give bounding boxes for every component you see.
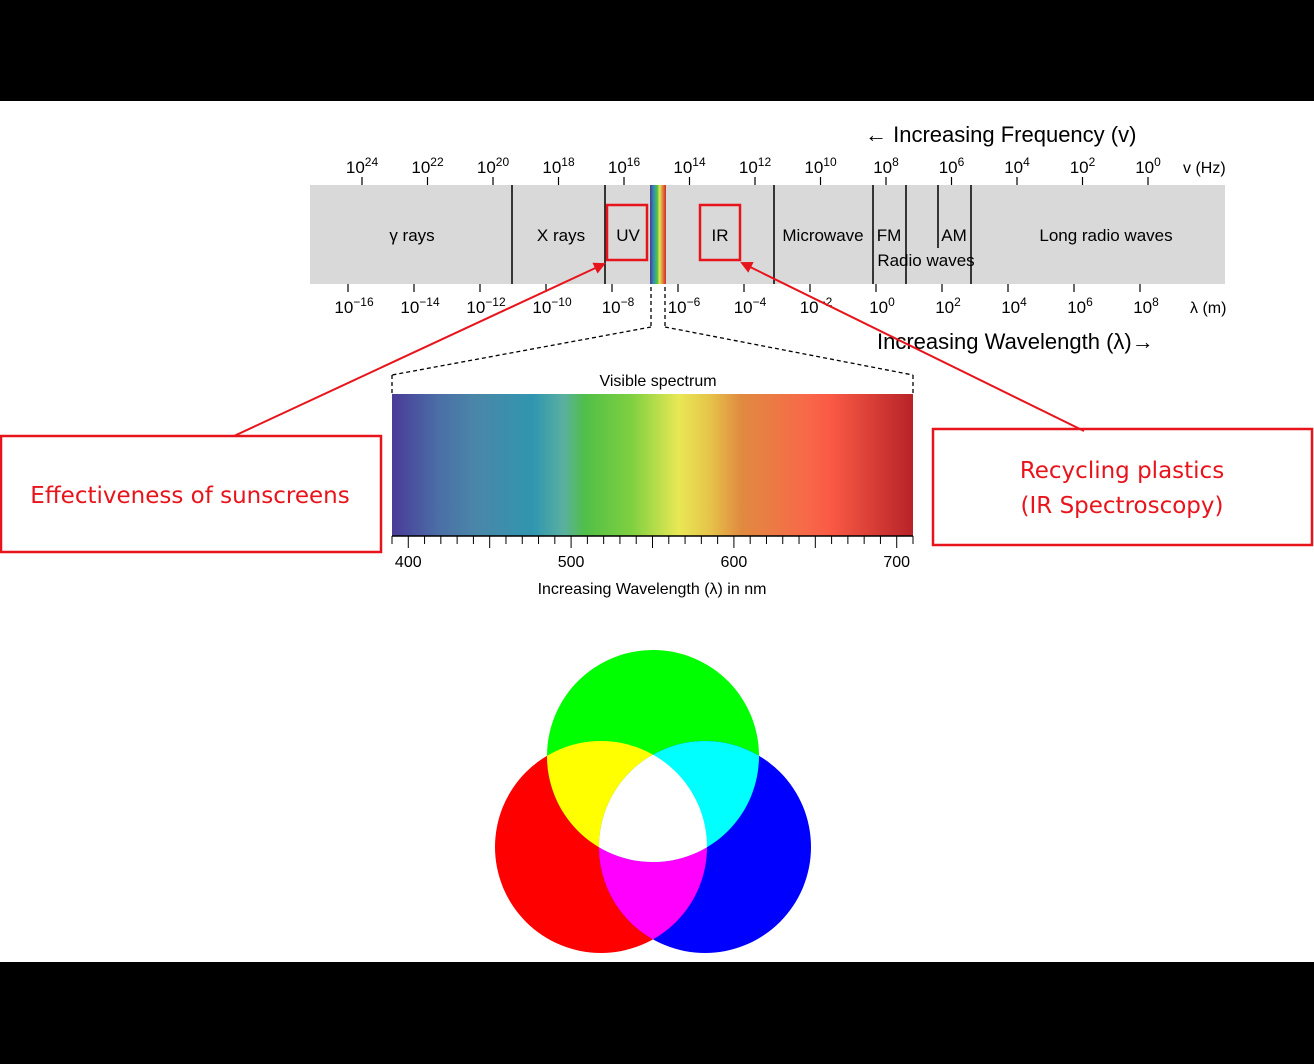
band-fm: FM (877, 226, 902, 245)
frequency-tick-label: 1012 (739, 155, 772, 177)
band-am: AM (941, 226, 967, 245)
visible-tick-labels: 400 500 600 700 (395, 554, 910, 571)
band-dividers (511, 185, 972, 284)
callout-right-arrow (740, 262, 1085, 432)
frequency-tick-label: 1020 (477, 155, 510, 177)
wavelength-axis-title: Increasing Wavelength (λ)→ (877, 329, 1154, 354)
band-microwave: Microwave (782, 226, 863, 245)
visible-ticks (391, 536, 914, 548)
wavelength-tick-label: 10−14 (400, 295, 440, 317)
frequency-tick-label: 106 (939, 155, 965, 177)
frequency-tick-label: 1016 (608, 155, 641, 177)
frequency-unit: v (Hz) (1183, 160, 1226, 177)
zoom-line-right (664, 326, 914, 376)
callout-right: Recycling plastics (IR Spectroscopy) (740, 262, 1314, 547)
wavelength-tick-label: 10−4 (734, 295, 767, 317)
frequency-tick-label: 1014 (673, 155, 706, 177)
frequency-tick-label: 1010 (804, 155, 837, 177)
visible-tick-label: 600 (721, 554, 748, 571)
frequency-tick-label: 1024 (346, 155, 379, 177)
visible-gradient (392, 394, 913, 536)
wavelength-tick-label: 10−12 (466, 295, 506, 317)
callout-right-box (931, 427, 1314, 547)
wavelength-tick-label: 10−10 (532, 295, 572, 317)
visible-tick-label: 400 (395, 554, 422, 571)
band-xray: X rays (537, 226, 585, 245)
wavelength-tick-label: 102 (935, 295, 961, 317)
callout-left-arrow (233, 262, 606, 437)
frequency-axis-title: ← Increasing Frequency (v) (865, 122, 1136, 147)
band-uv: UV (616, 226, 640, 245)
callout-left-text: Effectiveness of sunscreens (30, 483, 349, 509)
visible-tick-label: 700 (883, 554, 910, 571)
zoom-line-left (391, 326, 652, 376)
frequency-tick-label: 1018 (542, 155, 575, 177)
band-radio-waves: Radio waves (877, 251, 974, 270)
rgb-venn-diagram (495, 650, 811, 953)
frequency-tick-label: 1022 (411, 155, 444, 177)
visible-tick-label: 500 (558, 554, 585, 571)
wavelength-tick-label: 10−6 (668, 295, 701, 317)
frequency-tick-label: 108 (873, 155, 899, 177)
frequency-ticks: 1024 1022 1020 1018 1016 1014 1012 1010 108 106 10… (346, 155, 1161, 185)
wavelength-tick-label: 10−8 (602, 295, 635, 317)
callout-left-box (0, 434, 383, 554)
frequency-tick-label: 104 (1004, 155, 1030, 177)
callout-right-line2: (IR Spectroscopy) (1021, 493, 1224, 519)
band-ir: IR (712, 226, 729, 245)
wavelength-tick-label: 104 (1001, 295, 1027, 317)
wavelength-tick-label: 10−16 (334, 295, 374, 317)
wavelength-unit: λ (m) (1190, 300, 1226, 317)
visible-spectrum-title: Visible spectrum (599, 373, 716, 390)
uv-highlight-box (605, 203, 649, 262)
frequency-tick-label: 100 (1135, 155, 1161, 177)
band-gamma: γ rays (389, 226, 434, 245)
band-long-radio: Long radio waves (1039, 226, 1172, 245)
wavelength-tick-label: 106 (1067, 295, 1093, 317)
wavelength-tick-label: 108 (1133, 295, 1159, 317)
spectrum-band-bar (310, 185, 1225, 284)
callout-right-line1: Recycling plastics (1020, 458, 1224, 484)
white-overlap (599, 741, 707, 862)
ir-highlight-box (698, 203, 742, 262)
visible-spectrum: Visible spectrum 400 500 600 700 Increasing… (391, 373, 914, 598)
frequency-tick-label: 102 (1070, 155, 1096, 177)
callout-left: Effectiveness of sunscreens (0, 262, 606, 554)
wavelength-tick-label: 100 (869, 295, 895, 317)
zoom-guides (391, 287, 914, 394)
visible-band-strip (650, 185, 666, 284)
visible-axis-label: Increasing Wavelength (λ) in nm (538, 581, 767, 598)
